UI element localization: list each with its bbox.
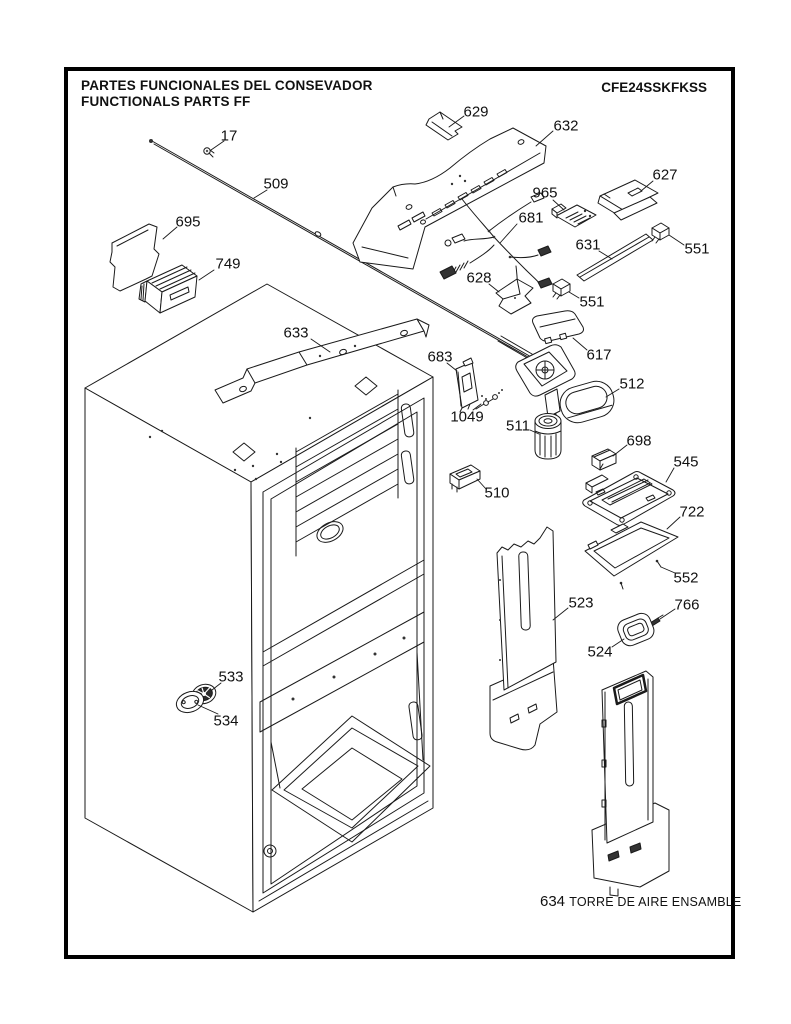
part-551a (651, 222, 670, 244)
caption-text: TORRE DE AIRE ENSAMBLE (569, 895, 742, 909)
part-label-523: 523 (568, 594, 594, 612)
part-label-533: 533 (218, 668, 244, 686)
part-label-633: 633 (283, 324, 309, 342)
part-628 (495, 278, 534, 315)
part-698 (591, 448, 617, 471)
part-label-17: 17 (220, 127, 238, 145)
part-695 (109, 223, 160, 292)
part-label-627: 627 (652, 166, 678, 184)
part-523 (489, 526, 558, 751)
part-511 (534, 413, 562, 460)
part-label-534: 534 (213, 712, 239, 730)
part-17 (203, 147, 215, 158)
part-label-628: 628 (466, 269, 492, 287)
part-label-617: 617 (586, 346, 612, 364)
part-label-512: 512 (619, 375, 645, 393)
part-633 (214, 318, 430, 404)
part-label-509: 509 (263, 175, 289, 193)
part-534 (175, 690, 205, 714)
part-634-air-tower (591, 670, 670, 897)
part-label-698: 698 (626, 432, 652, 450)
part-label-1049: 1049 (450, 408, 484, 426)
caption-part-number: 634 (540, 893, 566, 910)
leader-lines (162, 115, 685, 715)
title-line-2: FUNCTIONALS PARTS FF (81, 94, 251, 109)
part-label-524: 524 (587, 643, 613, 661)
model-number: CFE24SSKFKSS (601, 80, 707, 95)
part-552-pins (619, 559, 662, 590)
part-label-552: 552 (673, 569, 699, 587)
part-631 (576, 233, 654, 282)
part-label-629: 629 (463, 103, 489, 121)
part-label-510: 510 (484, 484, 510, 502)
title-line-1: PARTES FUNCIONALES DEL CONSEVADOR (81, 78, 373, 93)
part-label-551b: 551 (579, 293, 605, 311)
part-label-766: 766 (674, 596, 700, 614)
part-label-681: 681 (518, 209, 544, 227)
part-965 (551, 203, 597, 228)
diagram-border-frame (64, 67, 735, 959)
part-label-965: 965 (532, 184, 558, 202)
part-label-631: 631 (575, 236, 601, 254)
part-1049 (475, 389, 503, 410)
part-510 (449, 464, 481, 493)
part-label-749: 749 (215, 255, 241, 273)
part-683 (455, 357, 487, 413)
part-524 (617, 612, 655, 647)
part-722 (584, 521, 679, 577)
part-label-511: 511 (506, 417, 530, 435)
part-509-tube (149, 139, 536, 362)
part-label-632: 632 (553, 117, 579, 135)
page-title: PARTES FUNCIONALES DEL CONSEVADOR FUNCTI… (81, 78, 373, 110)
part-label-683: 683 (427, 348, 453, 366)
part-512 (559, 380, 615, 424)
part-632 (352, 127, 547, 270)
part-749 (138, 264, 198, 314)
part-label-551a: 551 (684, 240, 710, 258)
part-545 (582, 463, 676, 526)
air-tower-caption: 634 TORRE DE AIRE ENSAMBLE (540, 893, 741, 910)
cabinet-body (84, 283, 434, 913)
part-label-695: 695 (175, 213, 201, 231)
part-617 (532, 310, 584, 345)
part-551b (552, 278, 571, 300)
part-627 (597, 179, 659, 221)
part-629 (425, 111, 463, 141)
part-label-722: 722 (679, 503, 705, 521)
part-label-545: 545 (673, 453, 699, 471)
